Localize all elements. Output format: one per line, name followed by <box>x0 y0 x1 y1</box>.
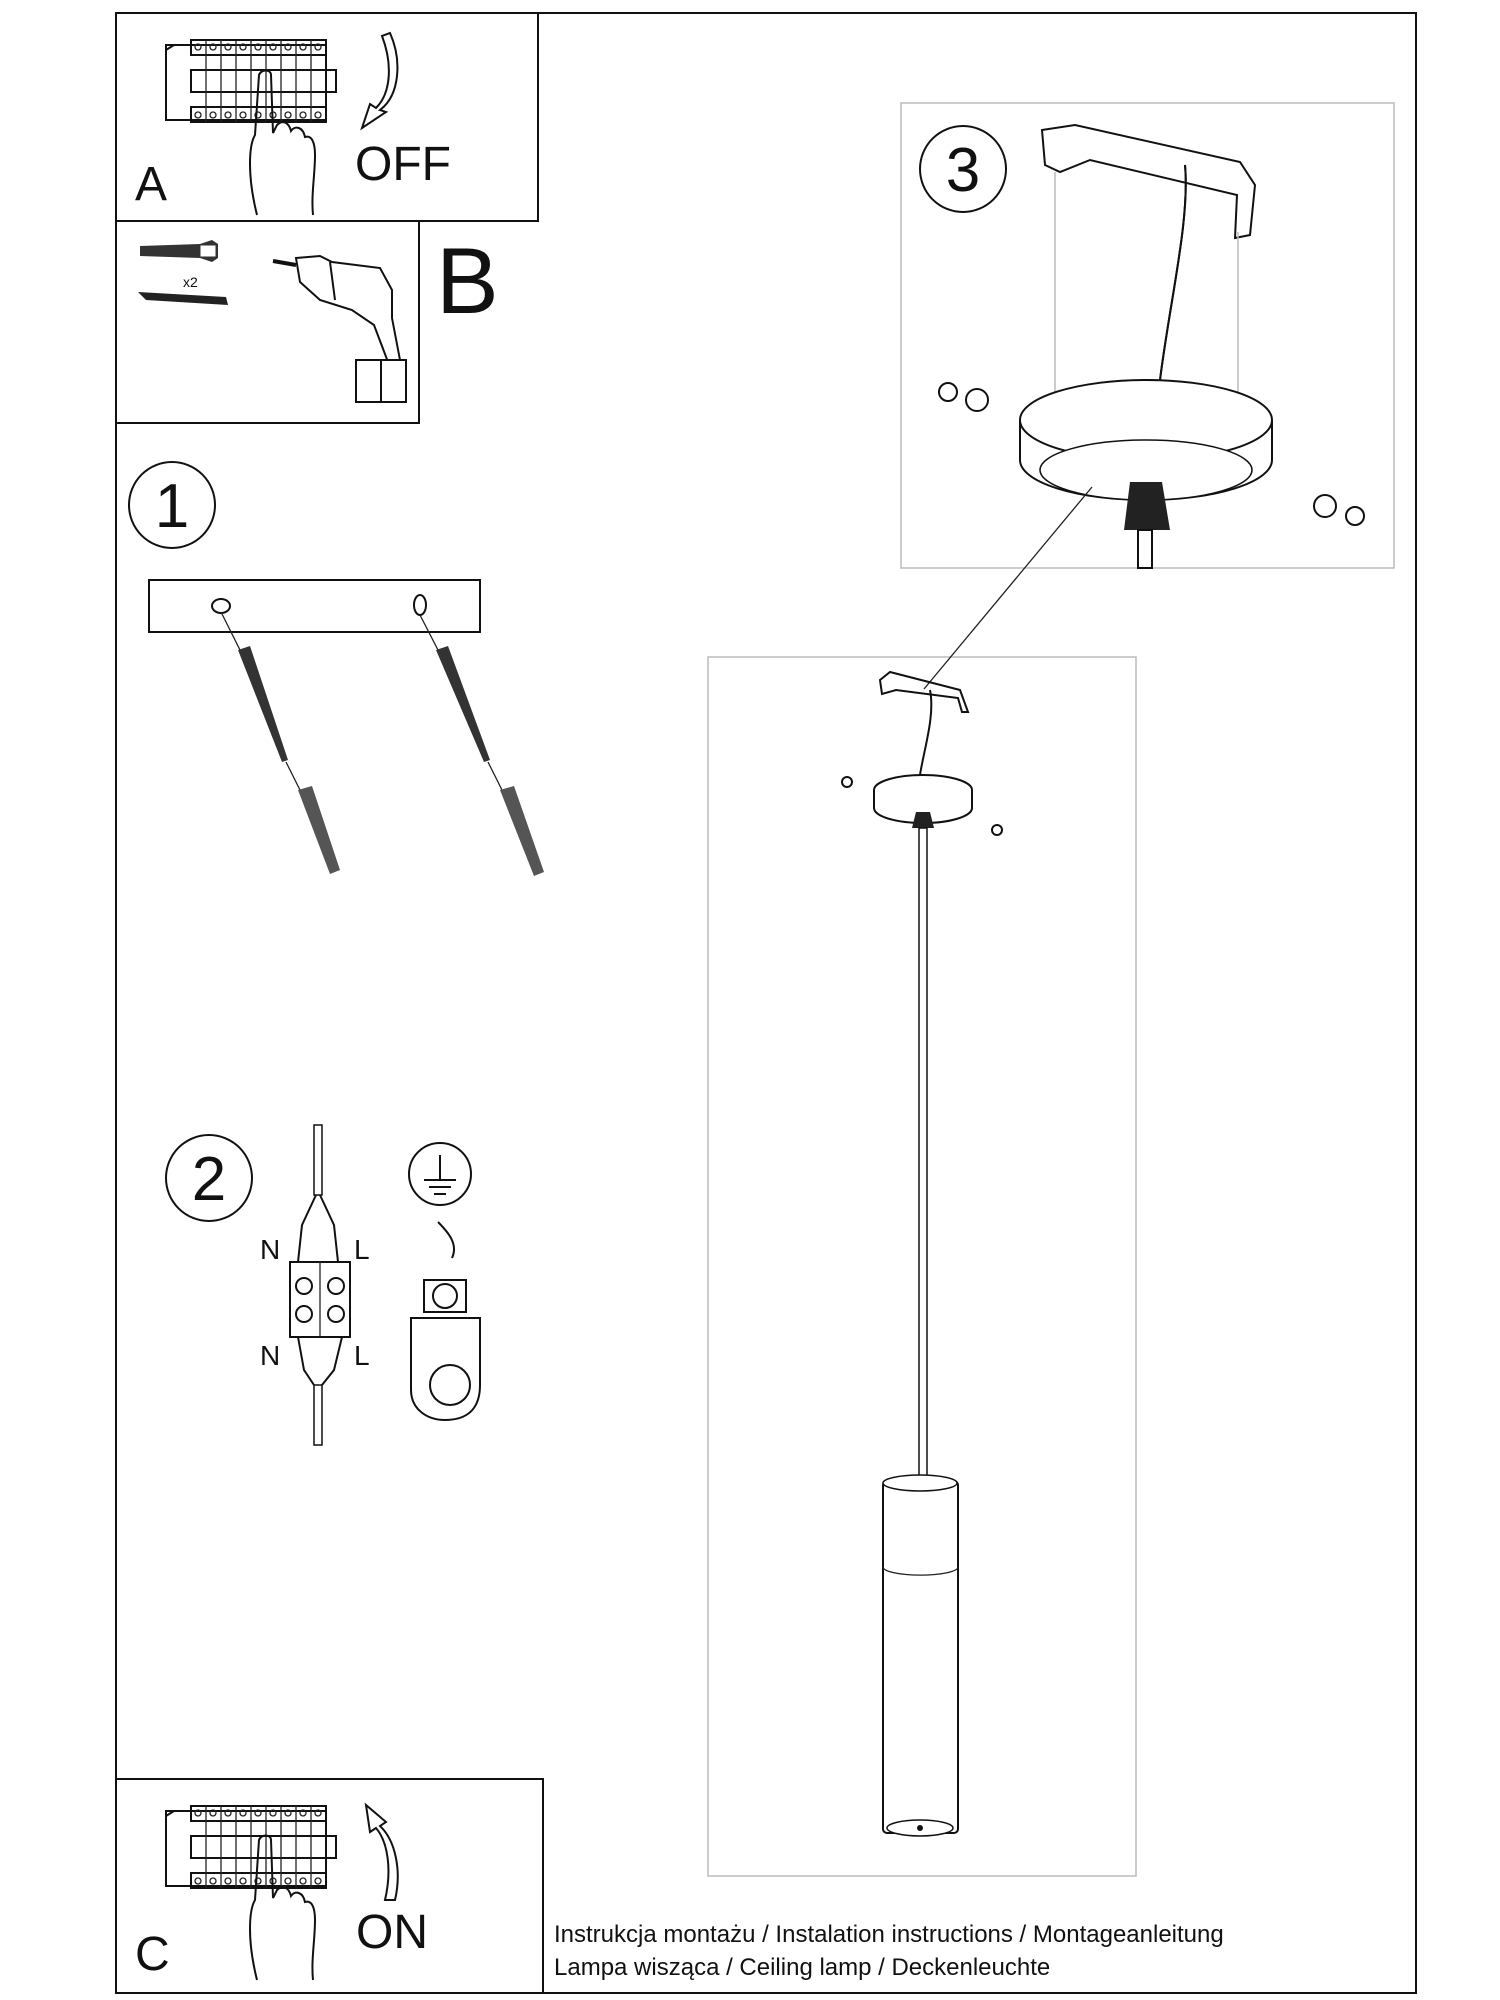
assembled-lamp <box>707 486 1137 1877</box>
step-c-panel: C ON <box>115 1778 544 1994</box>
footer-title: Instrukcja montażu / Instalation instruc… <box>554 1921 1224 1948</box>
terminal-block-icon <box>289 1124 351 1446</box>
step-a-panel: A OFF <box>115 12 539 222</box>
screw-icon <box>419 614 544 876</box>
screw-icon <box>938 382 989 412</box>
step-b-panel: x2 B <box>115 220 499 424</box>
circuit-breaker-icon <box>165 39 337 123</box>
arrow-up-icon <box>364 1802 399 1901</box>
page-frame <box>115 12 1417 1994</box>
wall-plug-icon <box>140 240 218 262</box>
pendant-lamp-icon <box>841 670 1003 1837</box>
wire-label-n-top: N <box>260 1234 280 1265</box>
screw-icon <box>1313 494 1365 526</box>
screw-icon <box>220 611 340 874</box>
circuit-breaker-icon <box>165 1805 337 1889</box>
wire-label-l-bottom: L <box>354 1340 370 1371</box>
arrow-down-icon <box>360 31 399 131</box>
wire-label-l-top: L <box>354 1234 370 1265</box>
quantity-label: x2 <box>183 274 198 290</box>
footer-subtitle: Lampa wisząca / Ceiling lamp / Deckenleu… <box>554 1954 1050 1981</box>
screw-icon <box>138 292 228 305</box>
drill-icon <box>272 254 407 403</box>
step-3-detail: 3 <box>900 102 1395 569</box>
step-2-number: 2 <box>192 1145 226 1214</box>
step-a-label: OFF <box>355 138 451 191</box>
step-b-letter: B <box>436 228 499 333</box>
step-c-letter: C <box>135 1928 170 1981</box>
step-a-letter: A <box>135 158 167 211</box>
ground-symbol-icon <box>408 1142 481 1422</box>
step-1: 1 <box>128 461 544 876</box>
wire-label-n-bottom: N <box>260 1340 280 1371</box>
step-3-number: 3 <box>946 136 980 205</box>
canopy-icon <box>1019 379 1273 569</box>
step-2: 2 N L N L <box>165 1124 481 1446</box>
step-1-number: 1 <box>155 472 189 541</box>
step-c-label: ON <box>356 1906 428 1959</box>
